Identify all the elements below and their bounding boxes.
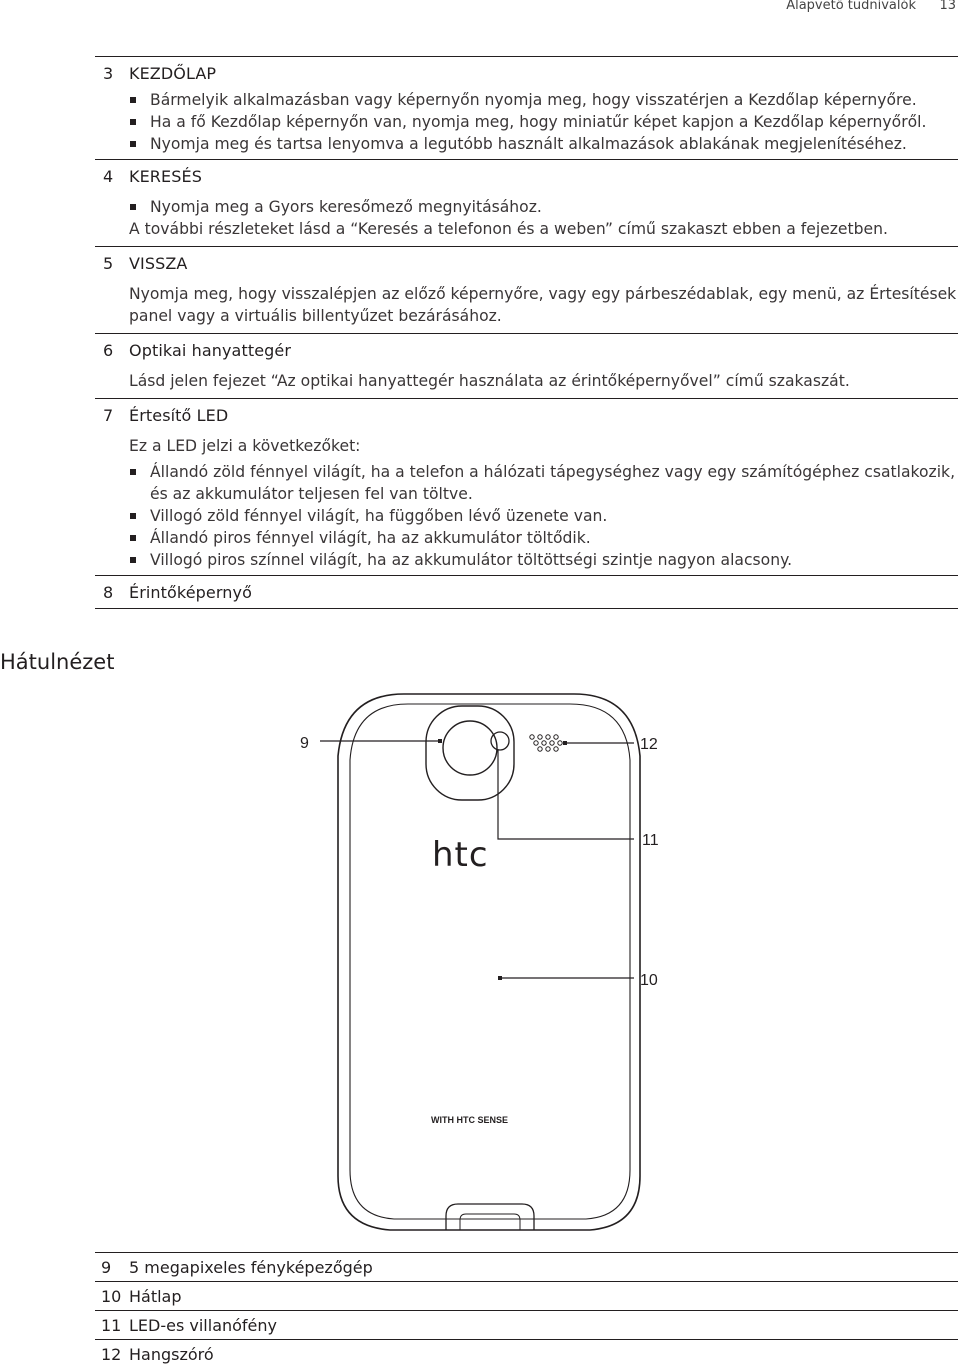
table-row: 7 Értesítő LED Ez a LED jelzi a következ…	[95, 398, 958, 575]
table-row: 5 VISSZA Nyomja meg, hogy visszalépjen a…	[95, 246, 958, 333]
row-description: Nyomja meg, hogy visszalépjen az előző k…	[129, 285, 957, 325]
front-parts-table: 3 KEZDŐLAP Bármelyik alkalmazásban vagy …	[95, 56, 958, 609]
table-row: 12 Hangszóró	[95, 1339, 958, 1368]
callout-label-flash: 11	[642, 832, 659, 849]
list-item: Villogó piros színnel világít, ha az akk…	[129, 549, 958, 571]
row-number: 6	[103, 341, 114, 360]
row-description: Ez a LED jelzi a következőket:	[129, 437, 361, 455]
row-description: A további részleteket lásd a “Keresés a …	[129, 220, 888, 238]
row-title: Értesítő LED	[129, 406, 229, 425]
bullet-list: Nyomja meg a Gyors keresőmező megnyitásá…	[129, 196, 958, 218]
list-item: Bármelyik alkalmazásban vagy képernyőn n…	[129, 89, 958, 111]
page-number: 13	[939, 0, 956, 13]
list-item: Ha a fő Kezdőlap képernyőn van, nyomja m…	[129, 111, 958, 133]
table-row: 4 KERESÉS Nyomja meg a Gyors keresőmező …	[95, 159, 958, 246]
row-description: Lásd jelen fejezet “Az optikai hanyatteg…	[129, 372, 850, 390]
row-title: VISSZA	[129, 254, 188, 273]
phone-outline	[337, 693, 641, 1231]
callout-marker-back-cover	[498, 976, 502, 980]
table-bottom-rule	[95, 608, 958, 609]
callout-marker-camera	[438, 739, 442, 743]
row-title: Érintőképernyő	[129, 583, 252, 602]
table-row: 11 LED-es villanófény	[95, 1310, 958, 1339]
legend-number: 11	[101, 1316, 122, 1335]
list-item: Villogó zöld fénnyel világít, ha függőbe…	[129, 505, 958, 527]
list-item: Nyomja meg a Gyors keresőmező megnyitásá…	[129, 196, 958, 218]
flash-icon	[490, 731, 510, 751]
list-item: Állandó piros fénnyel világít, ha az akk…	[129, 527, 958, 549]
camera-lens-icon	[442, 720, 498, 776]
row-number: 4	[103, 167, 114, 186]
legend-number: 10	[101, 1287, 122, 1306]
legend-label: Hangszóró	[129, 1345, 214, 1364]
rear-view-heading: Hátulnézet	[0, 650, 115, 674]
bullet-list: Bármelyik alkalmazásban vagy képernyőn n…	[129, 89, 958, 155]
phone-rear-illustration: 9 12 11 10 htc WITH HTC SENSE	[300, 693, 659, 1231]
brand-tagline: WITH HTC SENSE	[431, 1115, 508, 1125]
legend-number: 12	[101, 1345, 122, 1364]
legend-label: 5 megapixeles fényképezőgép	[129, 1258, 373, 1277]
table-row: 10 Hátlap	[95, 1281, 958, 1310]
row-number: 5	[103, 254, 114, 273]
row-title: KERESÉS	[129, 167, 202, 186]
callout-label-camera: 9	[300, 735, 309, 752]
table-row: 8 Érintőképernyő	[95, 575, 958, 608]
row-number: 8	[103, 583, 114, 602]
legend-label: LED-es villanófény	[129, 1316, 278, 1335]
callout-label-speaker: 12	[640, 736, 658, 753]
legend-number: 9	[101, 1258, 112, 1277]
row-number: 7	[103, 406, 114, 425]
callout-line-flash	[497, 750, 634, 840]
table-row: 9 5 megapixeles fényképezőgép	[95, 1252, 958, 1281]
phone-inner-outline	[349, 703, 631, 1220]
bullet-list: Állandó zöld fénnyel világít, ha a telef…	[129, 461, 958, 571]
row-title: Optikai hanyattegér	[129, 341, 292, 360]
list-item: Nyomja meg és tartsa lenyomva a legutóbb…	[129, 133, 958, 155]
bottom-connector	[445, 1203, 535, 1230]
camera-housing	[425, 705, 515, 801]
speaker-grille-icon	[529, 734, 563, 752]
row-number: 3	[103, 64, 114, 83]
row-title: KEZDŐLAP	[129, 64, 217, 83]
rear-parts-legend: 9 5 megapixeles fényképezőgép 10 Hátlap …	[95, 1252, 958, 1368]
callout-marker-speaker	[563, 741, 567, 745]
table-row: 6 Optikai hanyattegér Lásd jelen fejezet…	[95, 333, 958, 398]
list-item: Állandó zöld fénnyel világít, ha a telef…	[129, 461, 958, 505]
table-row: 3 KEZDŐLAP Bármelyik alkalmazásban vagy …	[95, 56, 958, 159]
brand-logo: htc	[432, 835, 489, 875]
section-title: Alapvető tudnivalók	[786, 0, 916, 13]
legend-label: Hátlap	[129, 1287, 182, 1306]
callout-label-back-cover: 10	[640, 972, 658, 989]
